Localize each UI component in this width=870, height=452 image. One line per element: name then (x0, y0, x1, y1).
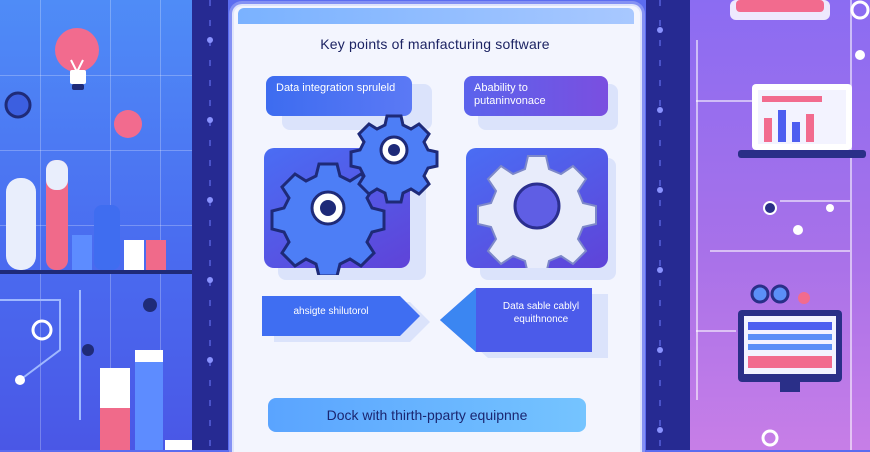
gear-icon (270, 114, 439, 275)
feature-card-shilutorol: ahsigte shilutorol (293, 306, 369, 317)
laptop-icon (738, 84, 866, 158)
left-rail-dots (207, 0, 213, 450)
feature-bar-dock-equipment: Dock with thirth-pparty equipnne (268, 398, 586, 432)
bar-chart-icon (0, 160, 192, 274)
feature-card-data-sable: Data sable cablyl equithnonce (502, 301, 580, 325)
right-rail-dots (657, 0, 663, 450)
document-title: Key points of manfacturing software (320, 36, 550, 52)
left-illustration-panel (0, 0, 192, 450)
arrow-shape-left (440, 288, 608, 358)
feature-card-data-integration: Data integration spruleld (266, 76, 412, 116)
left-illustration-graphics (0, 28, 192, 450)
document-header-bar (238, 8, 634, 24)
lightbulb-icon (55, 28, 99, 90)
feature-card-ability: Abability to putaninvonace (464, 76, 608, 116)
right-rail (646, 0, 690, 450)
arrow-shape-right (262, 296, 430, 342)
monitor-icon (738, 310, 842, 392)
right-illustration-graphics (730, 0, 870, 447)
gear-icon (477, 155, 597, 268)
